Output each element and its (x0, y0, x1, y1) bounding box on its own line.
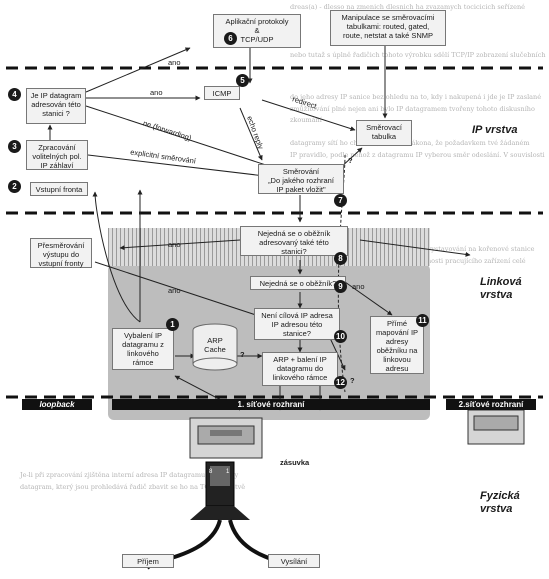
edge-question-1: ? (348, 156, 353, 165)
step-badge: 11 (416, 314, 429, 327)
link-layer-label: Linková vrstva (480, 276, 522, 301)
step-badge: 2 (8, 180, 21, 193)
unpack-box: Vybalení IP datagramu z linkového rámce (112, 328, 174, 370)
routing-tools-box: Manipulace se směrovacími tabulkami: rou… (330, 10, 446, 46)
q-local-net-box: Není cílová IP adresa IP adresou této st… (254, 308, 340, 340)
step-badge: 6 (224, 32, 237, 45)
redirect-queue-box: Přesměrování výstupu do vstupní fronty (30, 238, 92, 268)
interface-1-bar: 1. síťové rozhraní (112, 399, 430, 410)
step-badge: 3 (8, 140, 21, 153)
ip-for-me-box: Je IP datagram adresován této stanici ? (26, 88, 86, 124)
edge-ano-5: ano (168, 286, 181, 295)
edge-ano-4: ano (352, 282, 365, 291)
link-layer-region (108, 264, 430, 420)
plug-pin-left: 8 (209, 469, 213, 475)
icmp-box: ICMP (204, 86, 240, 100)
q-broadcast-box: Nejedná se o oběžník? (250, 276, 346, 290)
arp-cache-label: ARP Cache (204, 336, 226, 354)
interface-2-bar: 2.síťové rozhraní (446, 399, 536, 410)
bg-line: do jeho adresy IP sanice bez ohledu na t… (290, 93, 542, 101)
routing-box: Směrování „Do jakého rozhraní IP paket v… (258, 164, 344, 194)
bg-line: datagram, který jsou prohledává řadič zb… (20, 483, 246, 491)
edge-ano-2: ano (150, 88, 163, 97)
input-queue-box: Vstupní fronta (30, 182, 88, 196)
step-badge: 7 (334, 194, 347, 207)
step-badge: 10 (334, 330, 347, 343)
step-badge: 12 (334, 376, 347, 389)
edge-ano-1: ano (168, 58, 181, 67)
socket-label: zásuvka (280, 458, 310, 467)
step-badge: 5 (236, 74, 249, 87)
transmit-box: Vysílání (268, 554, 320, 568)
socket-icon (189, 417, 263, 459)
bg-line: zmůžitování plné nejen ani bylo IP datag… (290, 105, 535, 124)
edge-question-3: ? (350, 376, 355, 385)
step-badge: 1 (166, 318, 179, 331)
step-badge: 9 (334, 280, 347, 293)
loopback-bar: loopback (22, 399, 92, 410)
routing-table-box: Směrovací tabulka (356, 120, 412, 146)
edge-question-2: ? (240, 350, 245, 359)
receive-box: Příjem (122, 554, 174, 568)
physical-layer-label: Fyzická vrstva (480, 490, 520, 515)
options-box: Zpracování volitelných pol. IP záhlaví (26, 140, 88, 170)
mcast-map-box: Přímé mapování IP adresy oběžníku na lin… (370, 316, 424, 374)
edge-ano-3: ano (168, 240, 181, 249)
arp-pack-box: ARP + balení IP datagramu do linkového r… (262, 352, 338, 386)
step-badge: 4 (8, 88, 21, 101)
bg-line: Je-li při zpracování zjištěna interní ad… (20, 471, 239, 479)
plug-pin-right: 1 (226, 469, 230, 475)
plug-icon (190, 461, 250, 520)
socket2-icon (467, 409, 525, 445)
bg-line: dreas(a) - dlesso na zmenich dlesnich ha… (290, 3, 526, 11)
bg-line: nebo tutaž s úplně řadičich tohoto výrob… (290, 51, 546, 59)
arp-cache-cylinder (192, 323, 238, 371)
ip-layer-label: IP vrstva (472, 124, 518, 136)
step-badge: 8 (334, 252, 347, 265)
q-loopback-box: Nejedná se o oběžník adresovaný také tét… (240, 226, 348, 256)
